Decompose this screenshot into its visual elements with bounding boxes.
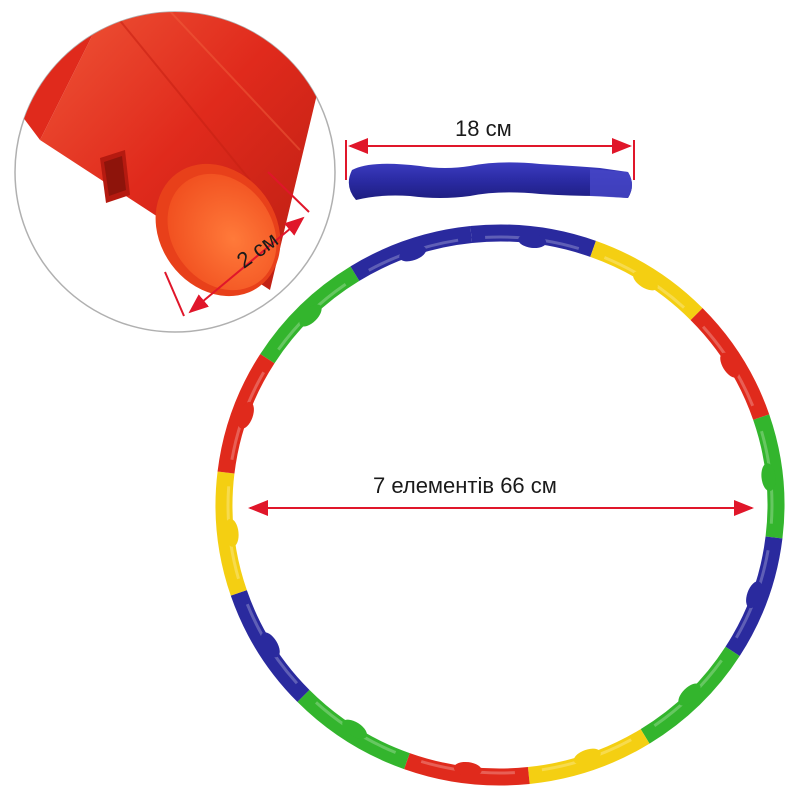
hoop-wave-bump: [761, 463, 776, 492]
hoop-wave-bump: [453, 761, 482, 777]
hoop-wave-bump: [342, 719, 367, 739]
hoop-wave-bump: [633, 271, 658, 291]
hoop-wave-bump: [518, 233, 547, 249]
tube-closeup-inset: [14, 11, 336, 333]
hoop-wave-bump: [399, 245, 427, 262]
segment-length-label: 18 см: [455, 116, 512, 141]
hoop-wave-bump: [260, 632, 280, 658]
hula-hoop: [215, 224, 785, 786]
hoop-wave-bump: [746, 581, 763, 609]
hoop-wave-bump: [237, 401, 254, 429]
hoop-wave-bump: [573, 748, 601, 765]
hoop-wave-bump: [224, 518, 239, 547]
hoop-wave-bump: [678, 683, 701, 706]
hoop-wave-bump: [720, 352, 740, 378]
single-segment: [345, 138, 635, 200]
hoop-caption-label: 7 елементів 66 см: [373, 473, 557, 498]
hoop-wave-bump: [299, 304, 322, 327]
